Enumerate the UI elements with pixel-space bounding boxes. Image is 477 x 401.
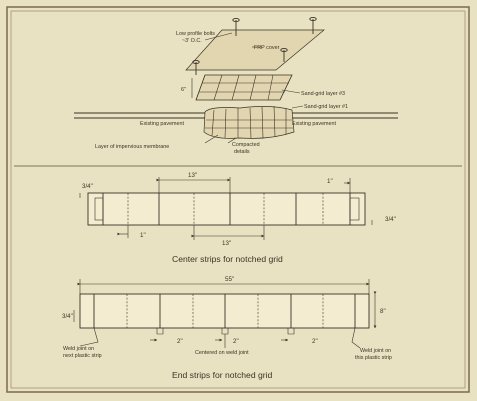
center-strip-drawing: 13" 3/4" 1" 13" 1" 3/4" Center strips fo… xyxy=(79,172,396,264)
inner-border xyxy=(10,10,466,389)
height-dim-label: 6" xyxy=(181,87,186,93)
center-dim-left-34: 3/4" xyxy=(82,183,93,190)
end-strips-caption: End strips for notched grid xyxy=(172,370,273,380)
bolts-label: Low profile bolts xyxy=(176,31,215,37)
center-strip xyxy=(87,192,366,226)
sand-grid-layer-1 xyxy=(203,105,295,139)
sand-grid-layer-3 xyxy=(195,74,293,101)
end-dim-right-8: 8" xyxy=(380,308,386,315)
existing-pavement-left-label: Existing pavement xyxy=(140,121,185,127)
end-strip-drawing: 55" 3/4" 8" 2" 2" 2" Weld joint on next … xyxy=(62,276,392,380)
compacted-details-label: details xyxy=(234,149,250,155)
centered-weld-label: Centered on weld joint xyxy=(195,350,249,356)
center-dim-top-13: 13" xyxy=(188,172,197,179)
weld-left-label-2: next plastic strip xyxy=(63,353,102,359)
end-dim-2-b: 2" xyxy=(233,338,239,345)
end-dim-2-c: 2" xyxy=(312,338,318,345)
end-dim-2-a: 2" xyxy=(177,338,183,345)
center-dim-bottom-13: 13" xyxy=(222,240,231,247)
frp-cover-plate xyxy=(185,29,325,71)
bolts-spacing-label: ~3' O.C. xyxy=(182,38,202,44)
center-strips-caption: Center strips for notched grid xyxy=(172,254,283,264)
membrane-label: Layer of impervious membrane xyxy=(95,144,169,150)
weld-left-label: Weld joint on xyxy=(63,346,94,352)
frp-cover-label: FRP cover xyxy=(254,45,280,51)
end-dim-left-34: 3/4" xyxy=(62,313,73,320)
center-dim-right-1: 1" xyxy=(327,178,333,185)
end-strip xyxy=(79,293,370,329)
center-dim-bottom-1: 1" xyxy=(140,232,146,239)
outer-border xyxy=(6,6,470,393)
weld-right-label: Weld joint on xyxy=(360,348,391,354)
exploded-view: Low profile bolts ~3' O.C. FRP cover San… xyxy=(74,16,398,155)
center-dim-right-34: 3/4" xyxy=(385,216,396,223)
sand-grid-3-label: Sand-grid layer #3 xyxy=(301,91,345,97)
sand-grid-1-label: Sand-grid layer #1 xyxy=(304,104,348,110)
existing-pavement-right-label: Existing pavement xyxy=(292,121,337,127)
bolt-icon xyxy=(192,16,317,75)
compacted-label: Compacted xyxy=(232,142,260,148)
end-dim-length-55: 55" xyxy=(225,276,234,283)
weld-right-label-2: this plastic strip xyxy=(355,355,392,361)
